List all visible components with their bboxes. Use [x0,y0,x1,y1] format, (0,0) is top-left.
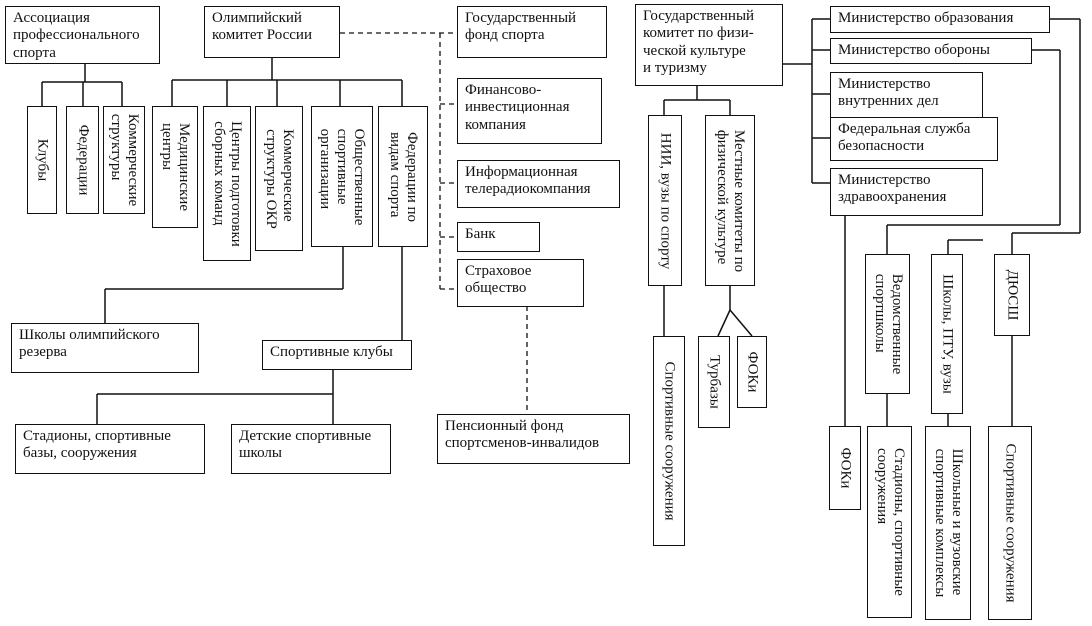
ministry-sport-facilities-box: Спортивные сооружения [988,426,1032,620]
research-institutes-box: НИИ, вузы по спорту [648,115,682,286]
departmental-sport-schools-label: Ведомственные спортшколы [871,273,905,375]
okr-commercial-structures-label: Коммерческие структуры ОКР [263,128,296,229]
olympic-committee-box: Олимпийский комитет России [204,6,340,58]
public-sport-organizations-box: Общественные спортивные организации [311,106,373,247]
federations-label: Федерации [74,124,91,196]
ministry-stadiums-label: Стадионы, спортивные сооружения [873,448,907,596]
ministry-sport-facilities-label: Спортивные сооружения [1002,443,1019,603]
committee-foki-label: ФОКи [744,351,761,393]
ministry-stadiums-box: Стадионы, спортивные сооружения [867,426,912,618]
medical-centers-label: Медицинские центры [159,123,192,211]
commercial-structures-label: Коммерческие структуры [108,113,141,207]
financial-investment-company-box: Финансово- инвестиционная компания [457,78,602,144]
clubs-label: Клубы [34,138,51,182]
committee-sport-facilities-label: Спортивные сооружения [661,361,678,521]
tour-bases-box: Турбазы [698,336,730,428]
clubs-box: Клубы [27,106,57,214]
schools-colleges-universities-box: Школы, ПТУ, вузы [931,254,963,414]
committee-foki-box: ФОКи [737,336,767,408]
olympic-reserve-schools-box: Школы олимпийского резерва [11,323,199,373]
insurance-company-box: Страховое общество [457,259,584,307]
okr-commercial-structures-box: Коммерческие структуры ОКР [255,106,303,251]
research-institutes-label: НИИ, вузы по спорту [657,132,674,269]
federations-box: Федерации [66,106,99,214]
ministry-internal-affairs-box: Министерство внутренних дел [830,72,983,118]
schools-colleges-universities-label: Школы, ПТУ, вузы [939,274,956,394]
school-university-complexes-box: Школьные и вузовские спортивные комплекс… [925,426,971,620]
stadiums-box: Стадионы, спортивные базы, сооружения [15,424,205,474]
dyussh-box: ДЮСШ [994,254,1030,336]
committee-sport-facilities-box: Спортивные сооружения [653,336,685,546]
federal-security-service-box: Федеральная служба безопасности [830,117,998,161]
local-committees-label: Местные комитеты по физической культуре [714,129,747,272]
medical-centers-box: Медицинские центры [152,106,198,228]
state-sport-fund-box: Государственный фонд спорта [457,6,607,58]
public-sport-organizations-label: Общественные спортивные организации [317,128,368,225]
commercial-structures-box: Коммерческие структуры [103,106,145,214]
sport-clubs-box: Спортивные клубы [262,340,412,370]
state-committee-box: Государственный комитет по физи- ческой … [635,4,783,86]
dyussh-label: ДЮСШ [1004,269,1021,321]
departmental-sport-schools-box: Ведомственные спортшколы [865,254,910,394]
ministry-health-box: Министерство здравоохранения [830,168,983,216]
local-committees-box: Местные комитеты по физической культуре [705,115,755,286]
professional-sport-association-box: Ассоциация профессионального спорта [5,6,160,64]
school-university-complexes-label: Школьные и вузовские спортивные комплекс… [932,448,965,598]
disabled-athletes-pension-fund-box: Пенсионный фонд спортсменов-инвалидов [437,414,630,464]
ministry-education-box: Министерство образования [830,6,1050,33]
information-tv-company-box: Информационная телерадиокомпания [457,160,620,208]
ministry-defense-box: Министерство обороны [830,38,1032,64]
children-sport-schools-box: Детские спортивные школы [231,424,391,474]
ministry-foki-box: ФОКи [829,426,861,510]
ministry-foki-label: ФОКи [837,447,854,489]
sport-federations-label: Федерации по видам спорта [387,131,420,222]
tour-bases-label: Турбазы [706,355,723,409]
national-team-training-centers-box: Центры подготовки сборных команд [203,106,251,261]
bank-box: Банк [457,222,540,252]
national-team-training-centers-label: Центры подготовки сборных команд [211,120,244,247]
sport-federations-box: Федерации по видам спорта [378,106,428,247]
